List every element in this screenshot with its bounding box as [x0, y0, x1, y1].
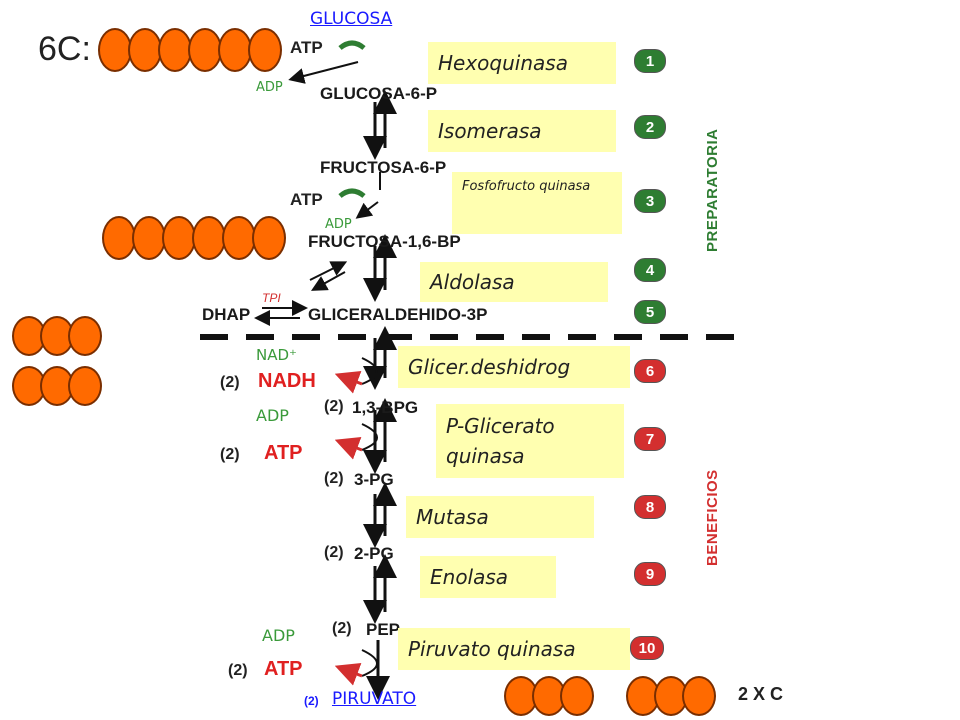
phase-label-benefits: BENEFICIOS	[704, 469, 721, 566]
carbon-label: 6C:	[38, 30, 91, 68]
two-label: (2)	[228, 662, 248, 679]
phase-label-preparatory: PREPARATORIA	[704, 128, 721, 252]
carbon-atom	[162, 216, 196, 260]
carbon-atom	[102, 216, 136, 260]
two-label: (2)	[324, 470, 344, 487]
metabolite-pep: PEP	[366, 620, 401, 639]
step-badge: 1	[634, 49, 666, 73]
carbon-atom	[192, 216, 226, 260]
carbon-atom	[158, 28, 192, 72]
carbon-atom	[68, 366, 102, 406]
metabolite-f16bp: FRUCTOSA-1,6-BP	[308, 232, 461, 251]
glucose-link[interactable]: GLUCOSA	[310, 9, 393, 29]
enzyme-isomerasa: Isomerasa	[428, 110, 616, 152]
two-x-c-label: 2 X C	[738, 684, 784, 704]
step-badge: 9	[634, 562, 666, 586]
enzyme-piruvato-quinasa: Piruvato quinasa	[398, 628, 630, 670]
two-label: (2)	[324, 544, 344, 561]
pyruvate-link[interactable]: PIRUVATO	[332, 689, 417, 709]
carbon-atom	[222, 216, 256, 260]
carbon-atom	[68, 316, 102, 356]
adp-label: ADP	[262, 626, 295, 645]
two-label: (2)	[220, 374, 240, 391]
carbon-atom	[132, 216, 166, 260]
step-badge: 4	[634, 258, 666, 282]
step-badge: 2	[634, 115, 666, 139]
nadh-label: NADH	[258, 370, 316, 392]
carbon-atom	[128, 28, 162, 72]
step-badge: 6	[634, 359, 666, 383]
carbon-atom	[188, 28, 222, 72]
step-badge: 7	[634, 427, 666, 451]
adp-label: ADP	[325, 217, 352, 232]
enzyme-aldolasa: Aldolasa	[420, 262, 608, 302]
step-badge: 8	[634, 495, 666, 519]
carbon-atom	[560, 676, 594, 716]
carbon-atom	[252, 216, 286, 260]
enzyme-hexoquinasa: Hexoquinasa	[428, 42, 616, 84]
enzyme-fosfofructoquinasa: Fosfofructo quinasa	[452, 172, 622, 234]
metabolite-g3p: GLICERALDEHIDO-3P	[308, 305, 488, 324]
step-badge: 5	[634, 300, 666, 324]
atp-label: ATP	[290, 38, 323, 57]
carbon-atom	[218, 28, 252, 72]
carbon-atom	[98, 28, 132, 72]
step-badge: 3	[634, 189, 666, 213]
nad-label: NAD⁺	[256, 346, 297, 364]
metabolite-dhap: DHAP	[202, 305, 251, 324]
enzyme-enolasa: Enolasa	[420, 556, 556, 598]
carbon-atom	[248, 28, 282, 72]
enzyme-mutasa: Mutasa	[406, 496, 594, 538]
atp-product-label: ATP	[264, 442, 303, 464]
metabolite-g6p: GLUCOSA-6-P	[320, 84, 438, 103]
metabolite-2pg: 2-PG	[354, 544, 394, 563]
adp-label: ADP	[256, 80, 283, 95]
adp-label: ADP	[256, 406, 289, 425]
step-badge: 10	[630, 636, 664, 660]
metabolite-f6p: FRUCTOSA-6-P	[320, 158, 447, 177]
metabolite-bpg: 1,3-BPG	[352, 398, 419, 417]
enzyme-p-glicerato-quinasa: P-Glicerato quinasa	[436, 404, 624, 478]
metabolite-3pg: 3-PG	[354, 470, 394, 489]
two-label: (2)	[324, 398, 344, 415]
carbon-atom	[682, 676, 716, 716]
two-label: (2)	[304, 694, 319, 708]
tpi-label: TPI	[262, 291, 281, 305]
two-label: (2)	[332, 620, 352, 637]
enzyme-glicer-deshidrog: Glicer.deshidrog	[398, 346, 630, 388]
atp-label: ATP	[290, 190, 323, 209]
atp-product-label: ATP	[264, 658, 303, 680]
two-label: (2)	[220, 446, 240, 463]
